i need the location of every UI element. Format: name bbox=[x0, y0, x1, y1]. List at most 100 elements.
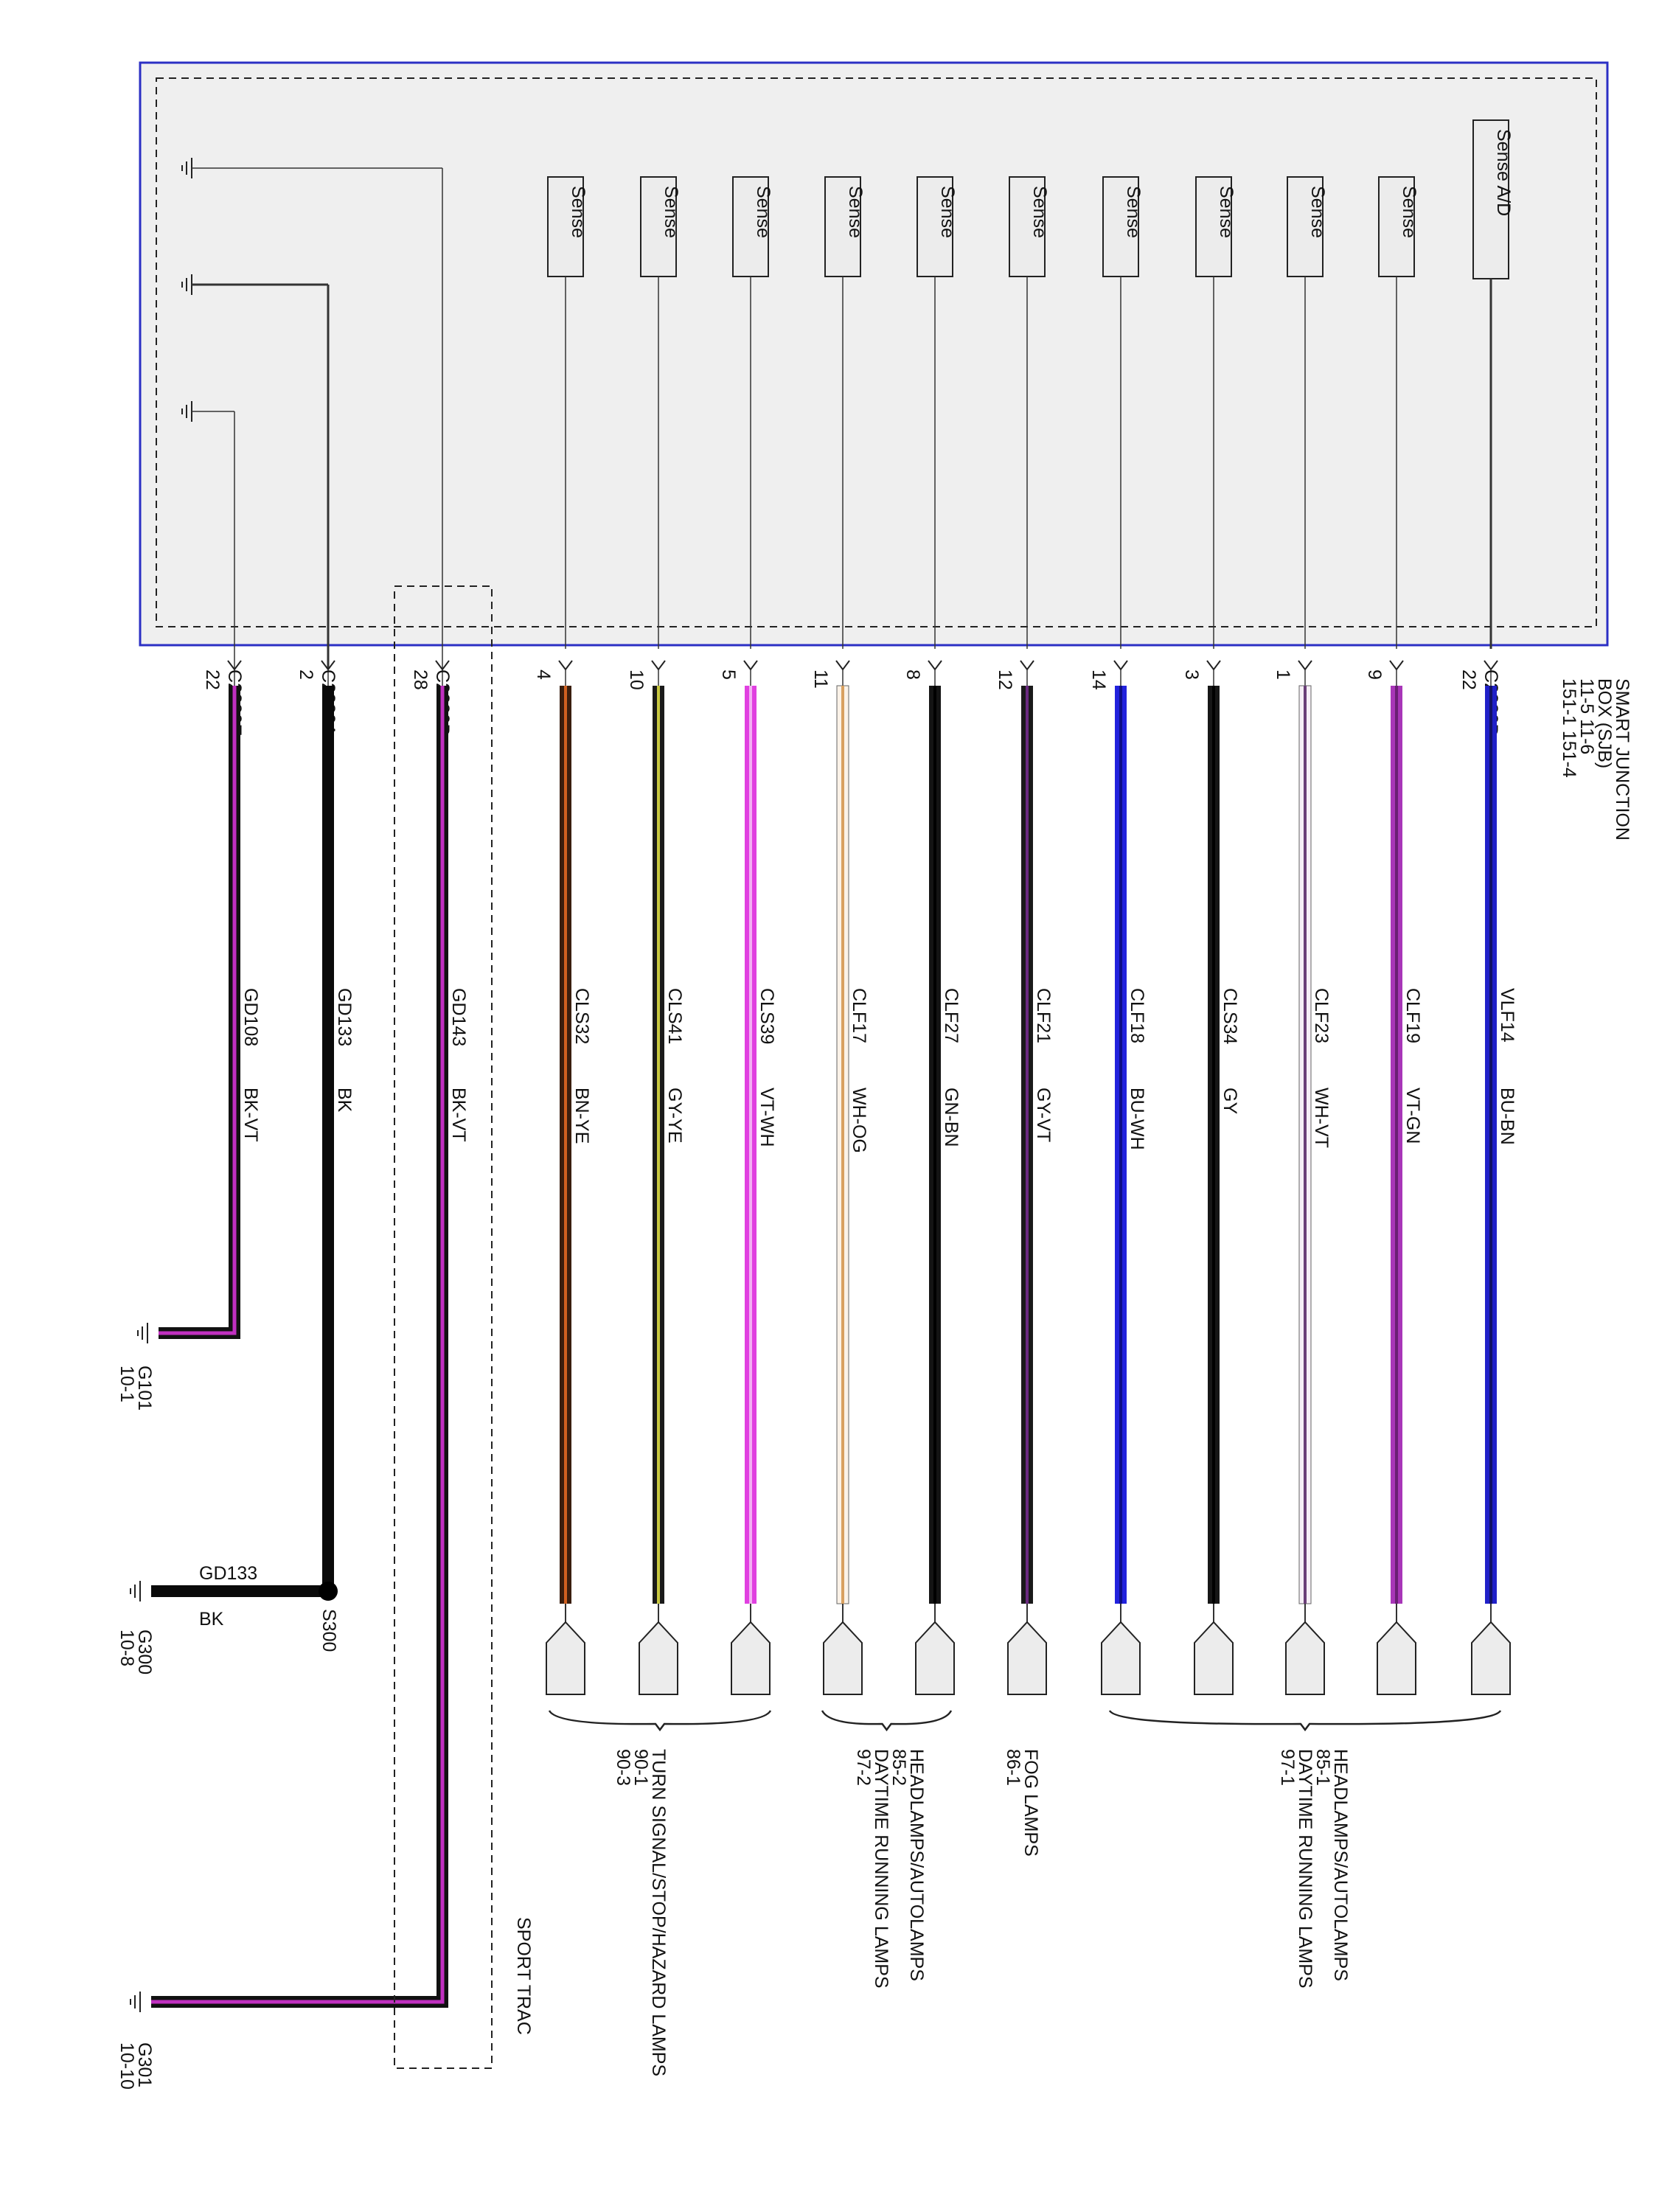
module-label-line: BOX (SJB) bbox=[1594, 678, 1615, 768]
splice-label: S300 bbox=[319, 1609, 339, 1652]
wire-stripe bbox=[1026, 686, 1029, 1604]
terminal-connector bbox=[639, 1621, 678, 1695]
wire-color-code: BK bbox=[334, 1088, 355, 1113]
wire-color-code: BU-BN bbox=[1497, 1088, 1517, 1145]
sense-label: Sense bbox=[845, 186, 866, 238]
sense-box bbox=[1009, 176, 1046, 277]
destination-brace bbox=[821, 1710, 953, 1732]
ground-ref: 10-1 bbox=[116, 1366, 137, 1402]
circuit-id: CLF21 bbox=[1033, 988, 1054, 1043]
wire-color-code: GY bbox=[1220, 1088, 1240, 1114]
sense-box bbox=[1287, 176, 1324, 277]
terminal-connector bbox=[546, 1621, 585, 1695]
module-dashed-border bbox=[156, 77, 1597, 627]
pin-number: 10 bbox=[626, 669, 647, 690]
wire-stripe bbox=[841, 686, 844, 1604]
circuit-id: CLS41 bbox=[664, 988, 685, 1044]
connector-arrow bbox=[558, 660, 573, 671]
sense-box bbox=[1195, 176, 1232, 277]
connector-arrow bbox=[835, 660, 850, 671]
terminal-connector bbox=[1471, 1621, 1511, 1695]
wire-color-code: BN-YE bbox=[571, 1088, 592, 1144]
destination-line: 85-2 bbox=[888, 1749, 909, 1786]
sense-label: Sense bbox=[1029, 186, 1050, 238]
connector-arrow bbox=[928, 660, 942, 671]
ground-icon bbox=[130, 1581, 141, 1601]
circuit-id: CLF19 bbox=[1402, 988, 1423, 1043]
wire-color-code: GY-VT bbox=[1033, 1088, 1054, 1142]
ground-ref: 10-10 bbox=[116, 2042, 137, 2090]
terminal-connector bbox=[1285, 1621, 1325, 1695]
module-label-line: 11-5 11-6 bbox=[1576, 678, 1597, 754]
destination-line: DAYTIME RUNNING LAMPS bbox=[871, 1749, 891, 1989]
destination-line: 97-2 bbox=[853, 1749, 874, 1786]
splice-circuit-label: GD133 bbox=[199, 1563, 257, 1584]
connector-arrow bbox=[1113, 660, 1128, 671]
sense-box bbox=[547, 176, 584, 277]
pin-number: 12 bbox=[995, 669, 1015, 690]
sense-ad-label: Sense A/D bbox=[1493, 129, 1514, 216]
sense-ad-box bbox=[1472, 119, 1509, 279]
circuit-id: CLF17 bbox=[849, 988, 869, 1043]
wire-stripe bbox=[159, 686, 237, 1335]
pin-number: 11 bbox=[810, 669, 831, 689]
destination-line: HEADLAMPS/AUTOLAMPS bbox=[906, 1749, 927, 1981]
circuit-id: CLS39 bbox=[757, 988, 777, 1044]
destination-brace bbox=[1108, 1710, 1502, 1732]
terminal-connector bbox=[915, 1621, 955, 1695]
pin-number: 9 bbox=[1364, 669, 1385, 680]
circuit-id: CLF23 bbox=[1311, 988, 1332, 1043]
terminal-connector bbox=[823, 1621, 863, 1695]
circuit-id: GD143 bbox=[448, 988, 469, 1046]
sport-trac-label: SPORT TRAC bbox=[513, 1917, 534, 2035]
wire-color-code: BK-VT bbox=[240, 1088, 261, 1142]
ground-ref: 10-8 bbox=[116, 1630, 137, 1666]
splice-color-label: BK bbox=[199, 1609, 224, 1630]
sense-label: Sense bbox=[753, 186, 773, 238]
wire-stripe bbox=[1395, 686, 1398, 1604]
destination-line: DAYTIME RUNNING LAMPS bbox=[1295, 1749, 1315, 1989]
destination-line: FOG LAMPS bbox=[1020, 1749, 1041, 1857]
pin-number: 2 bbox=[296, 669, 316, 680]
terminal-connector bbox=[1377, 1621, 1416, 1695]
wire-stripe bbox=[151, 686, 445, 2004]
wire-color-code: BU-WH bbox=[1127, 1088, 1147, 1150]
connector-arrow bbox=[1484, 660, 1498, 671]
wire-stripe bbox=[1212, 686, 1215, 1604]
wire-color-code: VT-GN bbox=[1402, 1088, 1423, 1144]
connector-arrow bbox=[1206, 660, 1221, 671]
destination-line: 90-1 bbox=[630, 1749, 651, 1786]
connector-arrow bbox=[743, 660, 758, 671]
module-label-line: SMART JUNCTION bbox=[1612, 678, 1632, 841]
ground-label: G301 bbox=[134, 2042, 155, 2087]
wire-color-code: BK-VT bbox=[448, 1088, 469, 1142]
pin-number: 8 bbox=[902, 669, 923, 680]
ground-label: G300 bbox=[134, 1630, 155, 1674]
terminal-connector bbox=[1007, 1621, 1047, 1695]
splice-dot bbox=[319, 1582, 338, 1601]
wire-stripe bbox=[1304, 686, 1307, 1604]
wire-stripe bbox=[564, 686, 567, 1604]
module-label-line: 151-1 151-4 bbox=[1559, 678, 1579, 778]
wire-stripe bbox=[657, 686, 660, 1604]
circuit-id: CLF27 bbox=[941, 988, 961, 1043]
ground-label: G101 bbox=[134, 1366, 155, 1411]
sport-trac-region: SPORT TRAC bbox=[394, 585, 534, 2069]
wire-color-code: GY-YE bbox=[664, 1088, 685, 1144]
pin-number: 14 bbox=[1088, 669, 1109, 690]
destination-brace bbox=[548, 1710, 772, 1732]
wire-color-code: WH-VT bbox=[1311, 1088, 1332, 1148]
pin-number: 1 bbox=[1273, 669, 1293, 680]
pin-number: 3 bbox=[1181, 669, 1202, 680]
